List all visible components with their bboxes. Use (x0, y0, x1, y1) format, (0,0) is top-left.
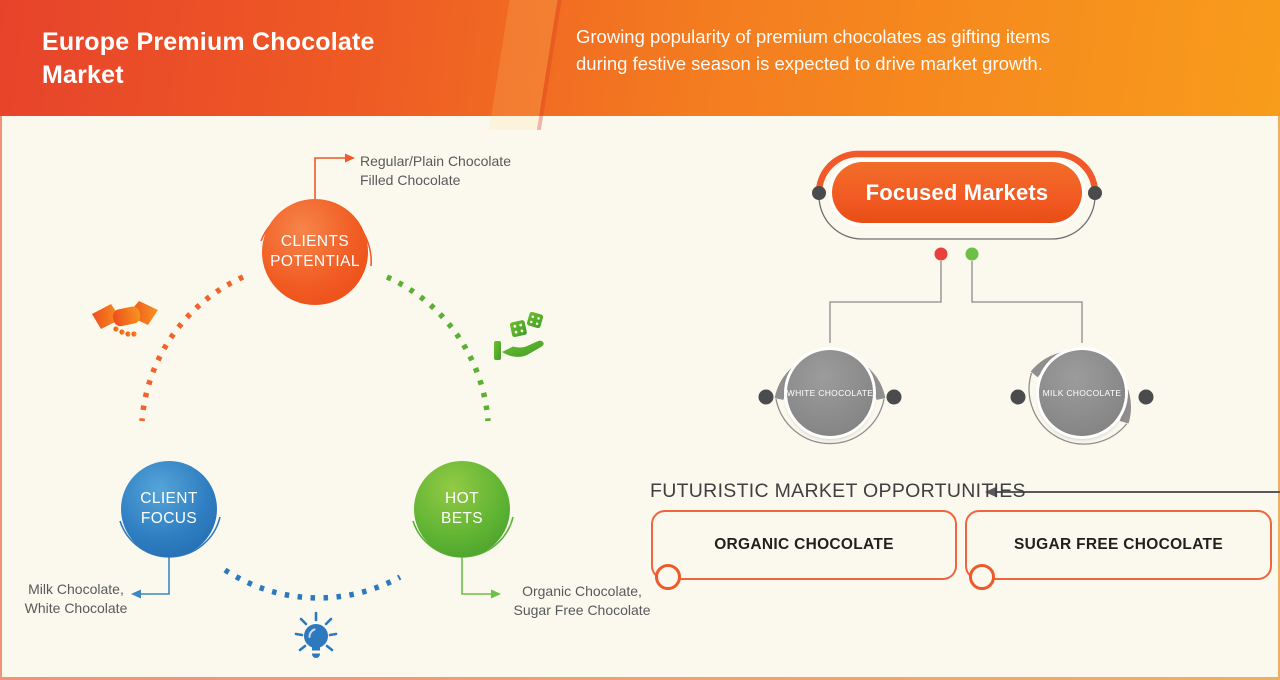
callout-text: White Chocolate (24, 599, 128, 616)
hot-bets-connector (461, 557, 501, 599)
callout-text: Sugar Free Chocolate (513, 601, 651, 618)
header-banner: Europe Premium Chocolate Market Growing … (0, 0, 1280, 130)
focused-markets-ring (812, 150, 1102, 240)
hot-bets-node: HOT BETS (414, 461, 510, 557)
white-chocolate-label: WHITE CHOCOLATE (786, 388, 874, 398)
organic-chocolate-box: ORGANIC CHOCOLATE (651, 510, 957, 580)
handshake-icon (90, 298, 160, 348)
hot-bets-label-2: BETS (440, 510, 484, 527)
client-focus-callout: Milk Chocolate, White Chocolate (12, 580, 140, 618)
dice-hand-icon (492, 310, 550, 364)
green-legend-dot (965, 247, 979, 261)
organic-chocolate-label: ORGANIC CHOCOLATE (714, 536, 894, 553)
tagline-line-2: during festive season is expected to dri… (576, 52, 1043, 74)
clients-potential-label-1: CLIENTS (280, 232, 350, 250)
callout-text: Filled Chocolate (360, 171, 461, 188)
opportunities-heading: FUTURISTIC MARKET OPPORTUNITIES (650, 480, 1026, 502)
client-focus-node: CLIENT FOCUS (121, 461, 217, 557)
header-tagline: Growing popularity of premium chocolates… (576, 24, 1050, 78)
tagline-line-1: Growing popularity of premium chocolates… (576, 26, 1051, 47)
white-chocolate-node: WHITE CHOCOLATE (787, 350, 873, 436)
focused-markets-pill: Focused Markets (832, 162, 1082, 223)
sugar-free-box-corner-ring (969, 564, 995, 590)
clients-potential-node: CLIENTS POTENTIAL (262, 199, 368, 305)
client-focus-label-2: FOCUS (140, 510, 198, 527)
clients-potential-connector (314, 153, 355, 200)
red-legend-dot (934, 247, 948, 261)
sugar-free-chocolate-label: SUGAR FREE CHOCOLATE (1014, 536, 1223, 553)
opportunities-arrow (985, 486, 1280, 498)
hot-bets-label-1: HOT (445, 489, 479, 507)
milk-chocolate-node: MILK CHOCOLATE (1039, 350, 1125, 436)
hot-bets-callout: Organic Chocolate, Sugar Free Chocolate (500, 582, 664, 620)
client-focus-label-1: CLIENT (140, 489, 198, 507)
callout-text: Milk Chocolate, (28, 581, 124, 597)
milk-chocolate-label: MILK CHOCOLATE (1042, 388, 1122, 398)
clients-potential-label-2: POTENTIAL (270, 253, 360, 270)
dotted-arc-blue (223, 567, 402, 601)
organic-box-corner-ring (655, 564, 681, 590)
sugar-free-chocolate-box: SUGAR FREE CHOCOLATE (965, 510, 1272, 580)
dotted-arc-orange (139, 274, 245, 422)
callout-text: Organic Chocolate, (522, 583, 642, 599)
clients-potential-callout: Regular/Plain Chocolate Filled Chocolate (360, 152, 511, 190)
dotted-arc-green (385, 274, 491, 422)
callout-text: Regular/Plain Chocolate (360, 153, 511, 169)
focused-markets-title: Focused Markets (865, 179, 1049, 205)
dotted-cycle-arcs (139, 274, 491, 601)
lightbulb-icon (293, 608, 339, 668)
branch-lines (829, 247, 1083, 343)
client-focus-connector (131, 557, 170, 599)
page-title: Europe Premium Chocolate Market (42, 28, 375, 89)
